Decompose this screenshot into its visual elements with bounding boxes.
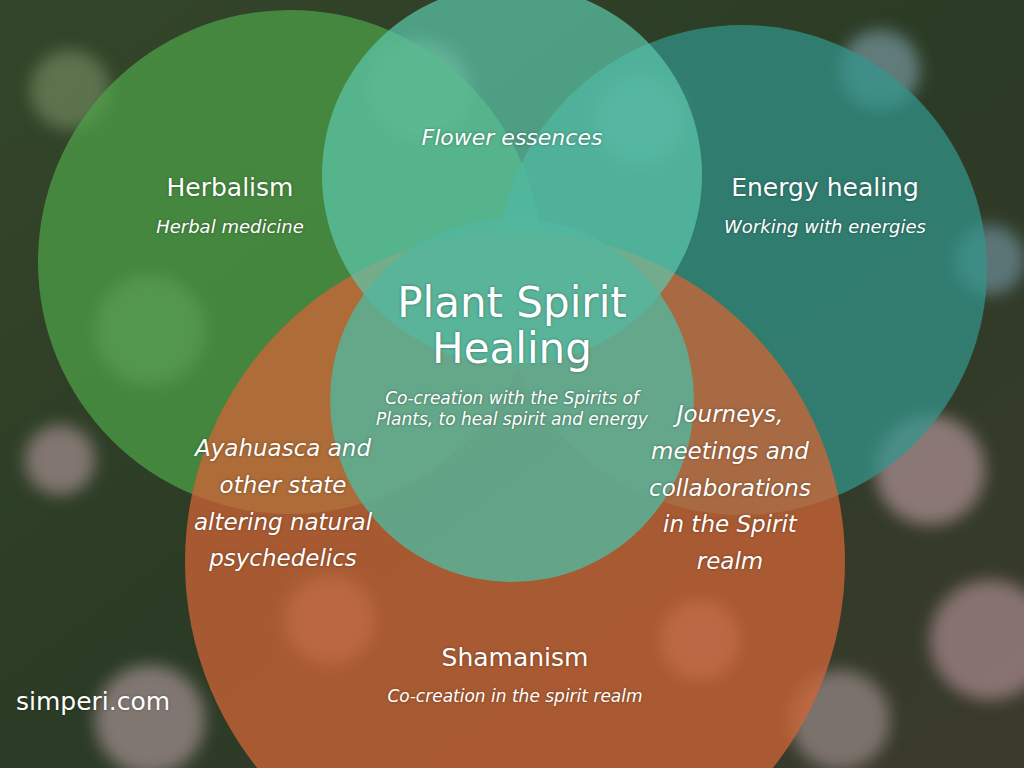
circle-subtitle: Working with energies <box>685 216 965 239</box>
circle-heading: Herbalism <box>100 172 360 203</box>
overlap-label: Journeys, meetings and collaborations in… <box>638 396 823 580</box>
circle-subtitle: Herbal medicine <box>100 216 360 239</box>
circle-heading: Shamanism <box>355 642 675 673</box>
circle-fill <box>185 232 845 768</box>
circle-heading: Energy healing <box>685 172 965 203</box>
circle-subtitle: Co-creation with the Spirits of Plants, … <box>362 388 662 431</box>
circle-subtitle: Co-creation in the spirit realm <box>345 686 685 707</box>
circle-heading: Flower essences <box>352 124 672 152</box>
watermark: simperi.com <box>16 686 236 717</box>
overlap-label: Ayahuasca and other state altering natur… <box>193 430 373 577</box>
circle-fill <box>330 218 694 582</box>
circle-heading: Plant Spirit Healing <box>362 280 662 372</box>
plant-spirit-healing-circle: Plant Spirit HealingCo-creation with the… <box>330 218 694 582</box>
